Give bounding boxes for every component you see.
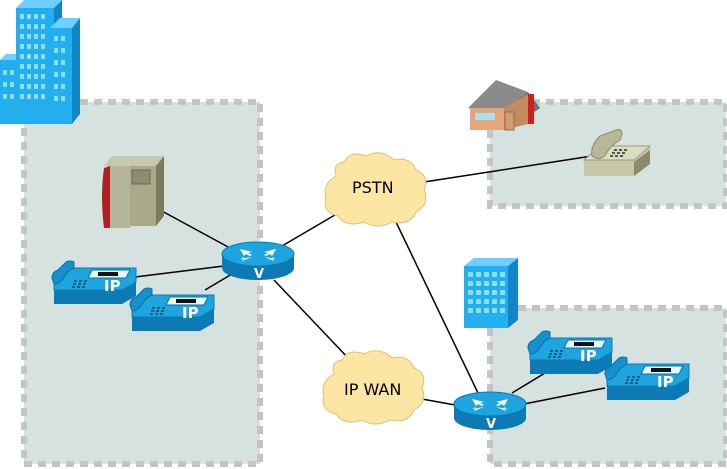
link-pstn-analog-phone <box>423 155 593 183</box>
ip-phone-label: IP <box>580 347 597 365</box>
ip-phone-icon: IP <box>604 356 690 401</box>
link-phone1-router <box>134 265 225 278</box>
links <box>134 155 606 406</box>
link-pstn-branch-router <box>395 221 479 394</box>
link-branch-router-phone2 <box>523 387 606 405</box>
pstn-cloud: PSTN <box>324 152 427 227</box>
ip-phone-icon: IP <box>527 330 613 375</box>
ip-phone-label: IP <box>657 373 674 391</box>
ipwan-label: IP WAN <box>344 380 401 399</box>
office-building-icon <box>464 258 518 328</box>
pstn-label: PSTN <box>352 178 394 197</box>
link-branch-router-phone1 <box>511 372 546 394</box>
link-ipwan-branch-router <box>421 398 456 406</box>
ip-phone-label: IP <box>104 277 121 295</box>
ip-phone-icon: IP <box>51 260 137 305</box>
ip-phone-icon: IP <box>129 287 215 332</box>
pbx-server-icon <box>102 156 164 228</box>
router-label: V <box>254 267 264 282</box>
ip-wan-cloud: IP WAN <box>322 350 425 425</box>
link-phone2-router <box>204 273 233 291</box>
router-label: V <box>486 417 496 432</box>
analog-phone-icon <box>582 129 652 176</box>
office-building-icon <box>0 0 80 124</box>
link-server-router <box>159 209 231 249</box>
house-icon <box>468 80 540 131</box>
voice-router-icon: V <box>221 241 295 282</box>
link-router-pstn <box>281 211 341 247</box>
link-router-ipwan <box>273 279 351 361</box>
voice-router-icon: V <box>453 391 527 432</box>
ip-phone-label: IP <box>182 304 199 322</box>
